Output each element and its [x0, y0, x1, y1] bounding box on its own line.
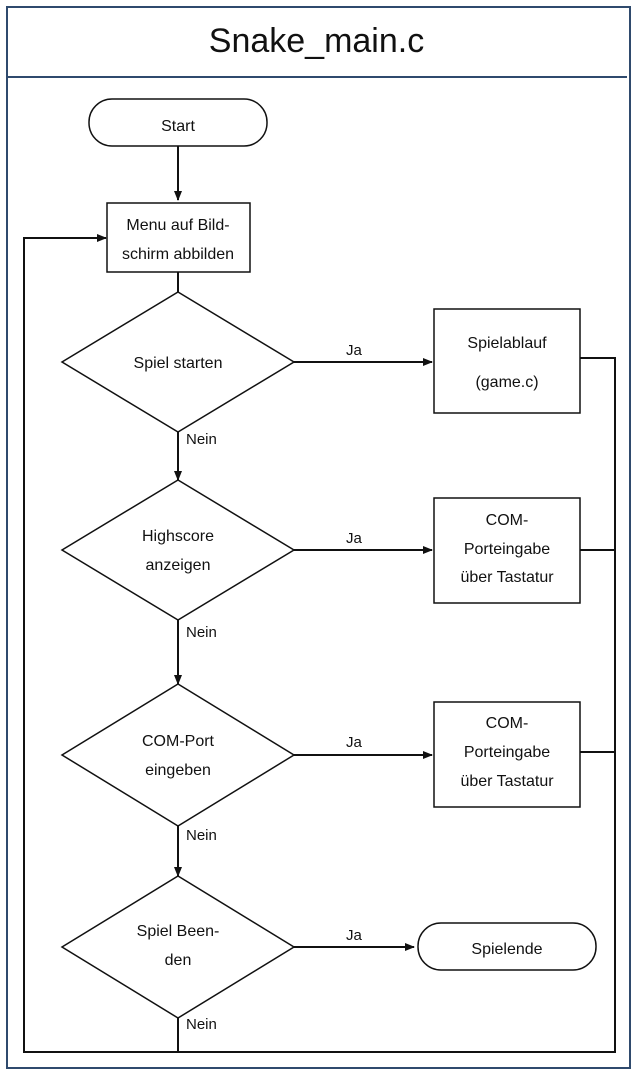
- no-label-comport: Nein: [186, 827, 217, 844]
- spielablauf-process: [433, 308, 581, 414]
- com-port-decision: [60, 683, 296, 827]
- spiel-starten-decision: [60, 291, 296, 433]
- no-label-spiel: Nein: [186, 431, 217, 448]
- menu-label-line1: Menu auf Bild-: [126, 217, 229, 234]
- menu-process: [106, 202, 251, 273]
- com-eingabe-1-label-line1: COM-: [486, 512, 529, 529]
- spiel-beenden-decision: [60, 875, 296, 1019]
- spielende-terminal: [417, 922, 597, 971]
- title-bar: Snake_main.c: [6, 6, 627, 78]
- spiel-beenden-label-line1: Spiel Been-: [137, 923, 220, 940]
- yes-label-spiel: Ja: [346, 342, 363, 359]
- spiel-starten-label: Spiel starten: [134, 355, 223, 372]
- yes-label-beenden: Ja: [346, 927, 363, 944]
- com-eingabe-2-label-line2: Porteingabe: [464, 744, 550, 761]
- com-eingabe-2-process: [433, 701, 581, 808]
- com-eingabe-1-process: [433, 497, 581, 604]
- menu-label-line2: schirm abbilden: [122, 246, 234, 263]
- spielablauf-label-line2: (game.c): [475, 374, 538, 391]
- highscore-label-line2: anzeigen: [146, 557, 211, 574]
- yes-label-highscore: Ja: [346, 530, 363, 547]
- spielablauf-label-line1: Spielablauf: [467, 335, 547, 352]
- start-label: Start: [161, 118, 195, 135]
- edge-loop-left: [23, 234, 179, 1053]
- highscore-label-line1: Highscore: [142, 528, 214, 545]
- spiel-beenden-label-line2: den: [165, 952, 192, 969]
- start-terminal: [88, 98, 268, 147]
- com-port-label-line2: eingeben: [145, 762, 211, 779]
- com-port-label-line1: COM-Port: [142, 733, 215, 750]
- edge-return-right: [178, 357, 616, 1053]
- no-label-highscore: Nein: [186, 624, 217, 641]
- com-eingabe-2-label-line3: über Tastatur: [460, 773, 554, 790]
- diagram-title: Snake_main.c: [208, 21, 425, 60]
- yes-label-comport: Ja: [346, 734, 363, 751]
- com-eingabe-2-label-line1: COM-: [486, 715, 529, 732]
- com-eingabe-1-label-line3: über Tastatur: [460, 569, 554, 586]
- highscore-decision: [60, 479, 296, 621]
- no-label-beenden: Nein: [186, 1016, 217, 1033]
- spielende-label: Spielende: [471, 941, 542, 958]
- com-eingabe-1-label-line2: Porteingabe: [464, 541, 550, 558]
